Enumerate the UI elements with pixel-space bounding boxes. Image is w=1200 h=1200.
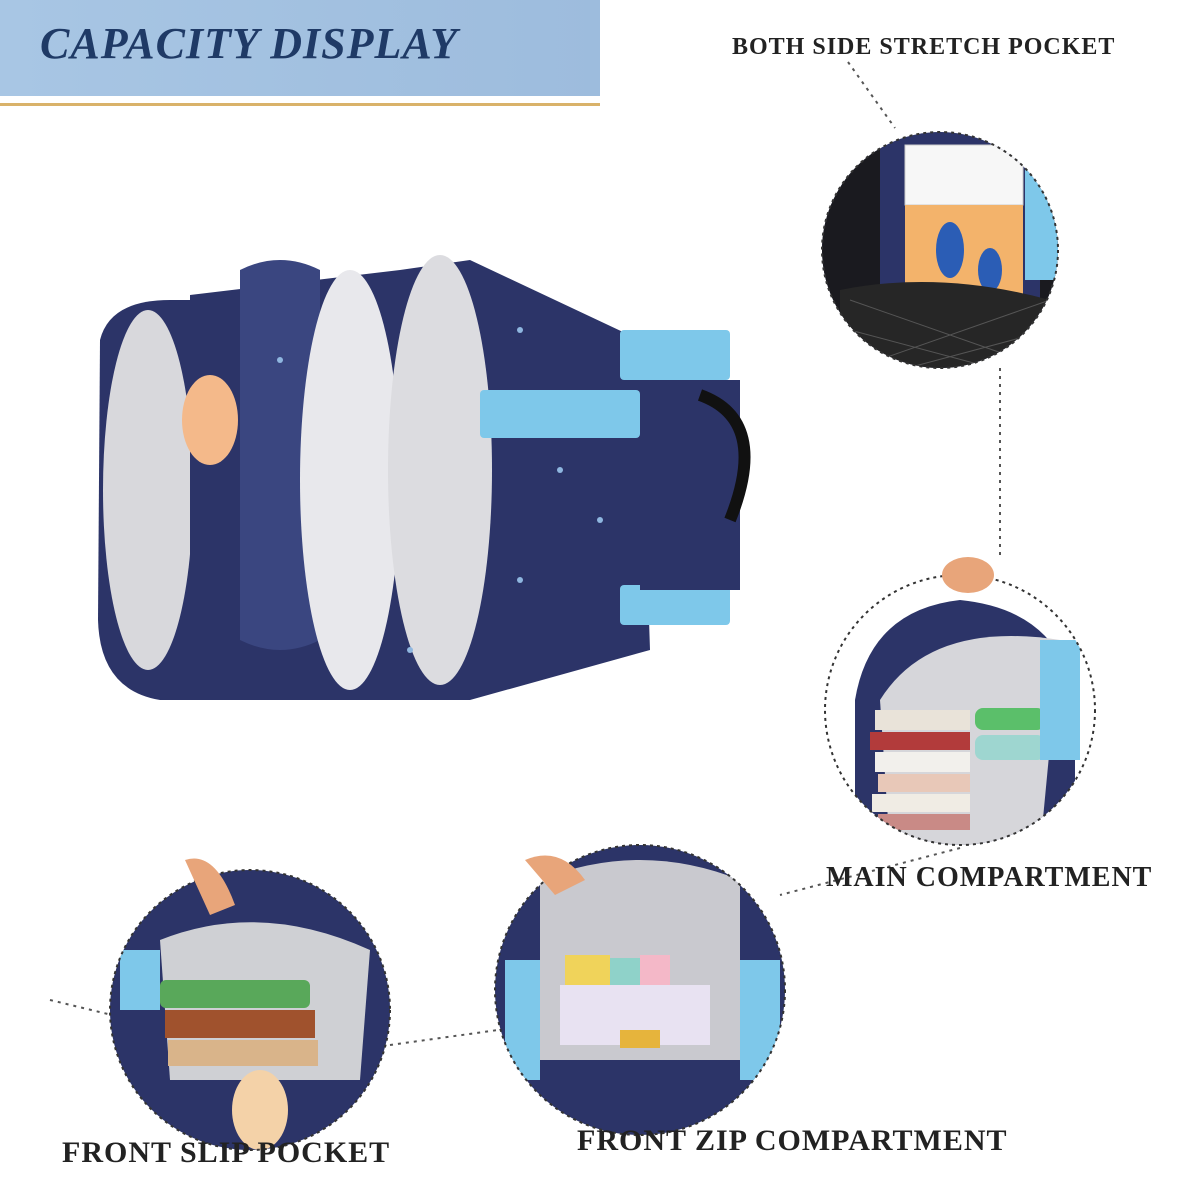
- banner-title: CAPACITY DISPLAY: [40, 19, 459, 68]
- front-slip-pocket-label: FRONT SLIP POCKET: [62, 1136, 391, 1169]
- side-stretch-pocket-label: BOTH SIDE STRETCH POCKET: [732, 34, 1116, 60]
- main-compartment-label: MAIN COMPARTMENT: [826, 862, 1153, 893]
- front-slip-pocket-detail-image: [109, 858, 391, 1151]
- front-zip-compartment-detail-image: [494, 844, 786, 1136]
- front-zip-compartment-label: FRONT ZIP COMPARTMENT: [577, 1124, 1008, 1157]
- main-compartment-detail-image: [824, 557, 1096, 846]
- capacity-banner: CAPACITY DISPLAY: [0, 0, 600, 106]
- open-backpack-image: [98, 255, 751, 700]
- leader-lines: [49, 61, 1001, 1046]
- side-pocket-detail-image: [821, 131, 1059, 369]
